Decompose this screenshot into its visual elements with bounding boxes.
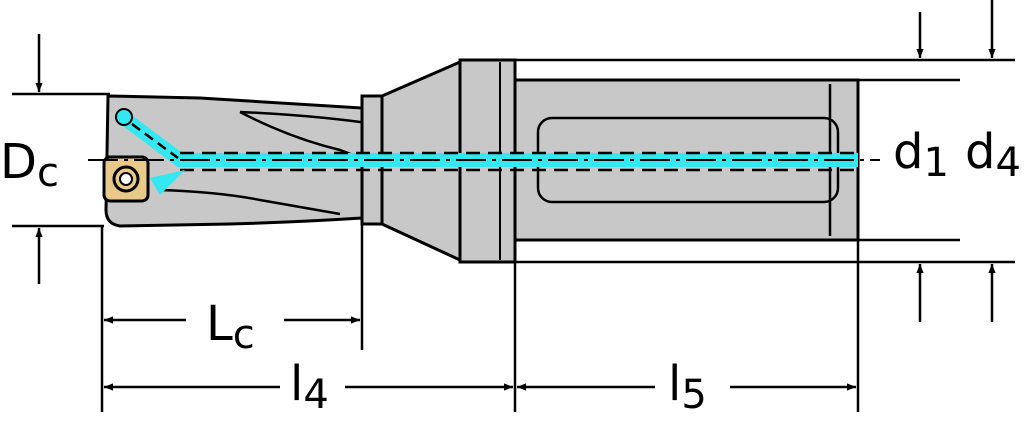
label-l5: l5 (668, 356, 707, 418)
label-l4: l4 (290, 356, 329, 418)
insert (102, 155, 150, 203)
flute-2 (159, 188, 341, 216)
label-d1: d1 (893, 124, 949, 186)
label-dc: Dc (0, 134, 59, 196)
label-lc: Lc (206, 296, 255, 358)
dimension-lines (12, 0, 1015, 412)
label-d4: d4 (965, 124, 1021, 186)
